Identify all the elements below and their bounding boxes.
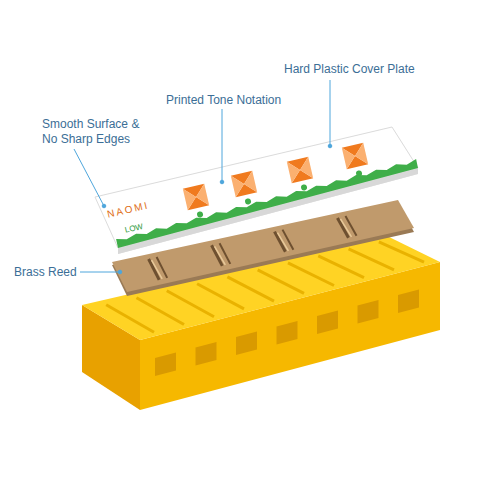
comb-tine (288, 263, 334, 286)
leader-dot (102, 204, 106, 208)
leader-dot (118, 270, 122, 274)
reed-slot (157, 257, 168, 278)
reed-slot (220, 243, 231, 264)
tone-dot (244, 198, 251, 205)
reed-tongue (215, 246, 226, 265)
reed-tongue (340, 219, 351, 237)
tone-triangle (342, 145, 358, 169)
tone-triangle (353, 143, 369, 167)
grass-band (116, 159, 418, 248)
tone-triangle (242, 171, 258, 195)
cover-edge (95, 127, 418, 254)
reed-slot (282, 230, 293, 250)
leader-dot (328, 144, 332, 148)
comb-tine (318, 256, 364, 278)
comb-tine (136, 298, 184, 325)
comb-window (358, 300, 379, 323)
callout-label: Brass Reed (14, 265, 78, 280)
tone-symbol (231, 171, 260, 207)
callout-label: Printed Tone Notation (166, 93, 316, 108)
leader-line (330, 80, 331, 146)
comb-tine (258, 270, 304, 294)
tone-triangle (287, 159, 303, 183)
cover-detail (116, 143, 418, 248)
leader-line (222, 109, 223, 182)
reed-slot (345, 216, 356, 236)
callout-label: Hard Plastic Cover Plate (284, 62, 454, 77)
tone-dot (300, 184, 307, 191)
cover-plate (95, 127, 418, 254)
leader-line (74, 149, 104, 206)
comb-window (155, 353, 176, 377)
comb-window (317, 311, 338, 335)
tone-dot (196, 211, 203, 218)
leader-lines (74, 80, 332, 274)
comb-tine (227, 277, 274, 301)
comb-tine (349, 249, 394, 270)
cover-face (95, 127, 418, 248)
leader-dot (220, 180, 224, 184)
comb-tine (197, 284, 244, 309)
tone-triangle (183, 186, 199, 210)
comb-window (277, 321, 298, 344)
comb-window (398, 290, 419, 313)
leader-line (80, 272, 120, 273)
tone-triangle (194, 184, 210, 208)
tone-triangle (231, 173, 247, 197)
comb-tine (379, 242, 424, 262)
comb-tine (167, 291, 214, 317)
tone-triangle (298, 157, 314, 181)
tone-symbol (342, 143, 371, 179)
callout-label: Smooth Surface & No Sharp Edges (42, 117, 154, 147)
reed-tongue (277, 233, 288, 251)
comb-window (236, 332, 257, 355)
tone-symbol (287, 157, 316, 193)
comb-tine (106, 305, 154, 333)
reed-tongue (152, 260, 163, 279)
comb-window (196, 342, 217, 366)
tone-symbol (183, 184, 212, 220)
